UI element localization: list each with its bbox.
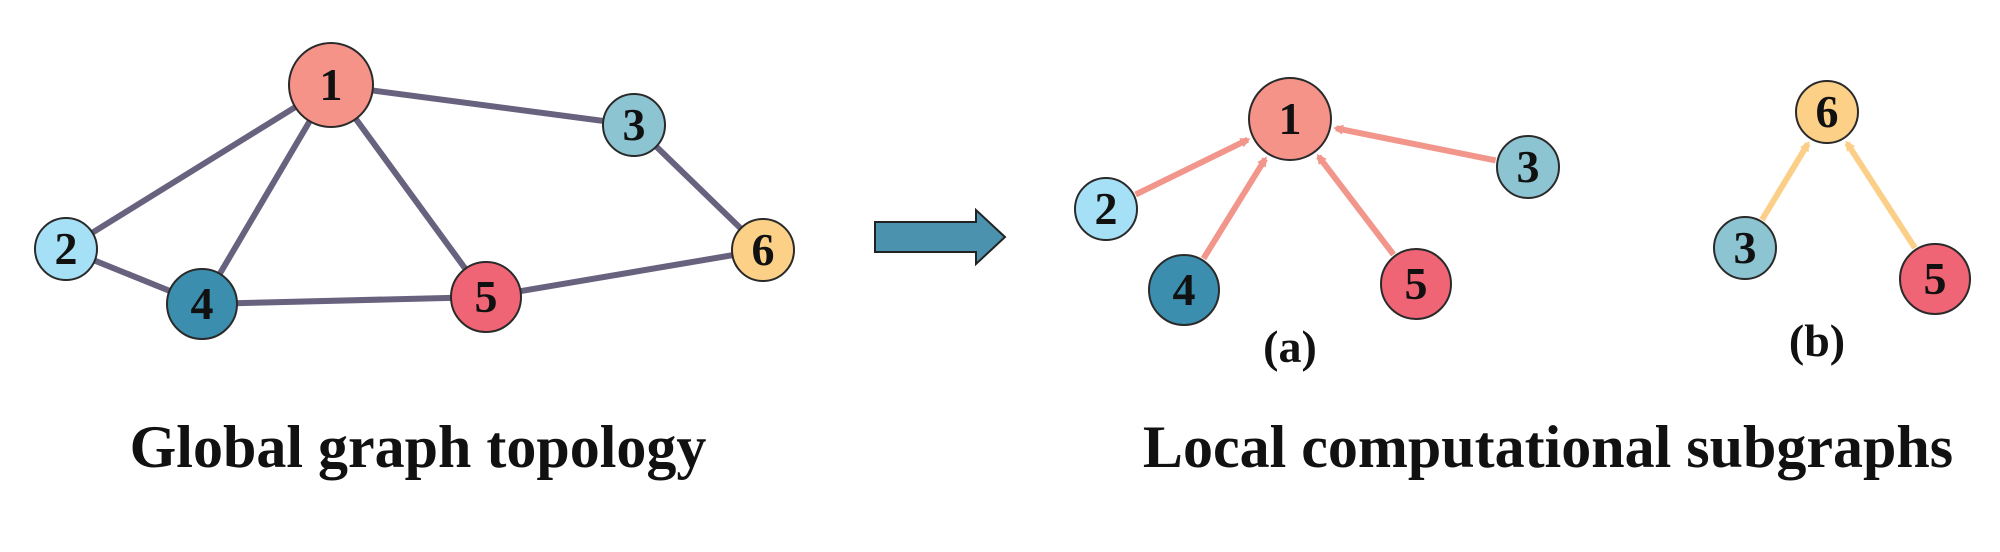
global-edge-4-5	[199, 294, 489, 307]
global-node-1	[288, 42, 374, 128]
subgraph-a-node-3	[1496, 135, 1560, 199]
global-graph-nodes: 1 2 3 4 5 6	[34, 42, 795, 340]
subgraph-b-node-3-label: 3	[1734, 222, 1757, 273]
global-node-6-label: 6	[752, 224, 775, 275]
global-node-3-label: 3	[623, 99, 646, 150]
global-node-4	[166, 268, 238, 340]
subgraph-b-nodes: 6 3 5	[1713, 80, 1971, 315]
subgraph-a-node-1	[1248, 77, 1332, 161]
subgraph-a-arrow-3-to-1	[1333, 124, 1497, 164]
global-node-2-label: 2	[55, 223, 78, 274]
global-node-6	[731, 218, 795, 282]
subgraph-a-nodes: 1 2 4 5 3	[1074, 77, 1560, 326]
subgraph-a-label: (a)	[1263, 321, 1317, 372]
local-subgraphs-caption: Local computational subgraphs	[1143, 414, 1953, 480]
subgraph-b-edges	[1759, 140, 1918, 250]
global-node-2	[34, 217, 98, 281]
subgraph-b-node-5-label: 5	[1924, 253, 1947, 304]
subgraph-a-node-2-label: 2	[1095, 183, 1118, 234]
global-graph-caption: Global graph topology	[130, 414, 707, 480]
subgraph-b-node-3	[1713, 216, 1777, 280]
right-arrow-icon	[874, 207, 1007, 267]
global-node-5	[450, 261, 522, 333]
subgraph-a-node-4	[1148, 254, 1220, 326]
subgraph-a-node-5	[1380, 248, 1452, 320]
subgraph-a-arrow-5-to-1	[1316, 153, 1396, 257]
subgraph-a-node-2	[1074, 177, 1138, 241]
subgraph-b-arrow-5-to-6	[1844, 140, 1918, 250]
subgraph-a-node-5-label: 5	[1405, 258, 1428, 309]
global-edge-1-3	[328, 82, 637, 128]
subgraph-a-node-4-label: 4	[1173, 264, 1196, 315]
global-node-5-label: 5	[475, 271, 498, 322]
subgraph-a-arrow-2-to-1	[1134, 136, 1251, 198]
subgraph-a-node-1-label: 1	[1279, 93, 1302, 144]
global-edge-1-2	[63, 82, 334, 252]
subgraph-b-node-6-label: 6	[1816, 86, 1839, 137]
subgraph-a-arrow-4-to-1	[1200, 156, 1268, 261]
subgraph-b-node-5	[1899, 243, 1971, 315]
subgraph-a-edges	[1134, 124, 1497, 261]
subgraph-b-arrow-3-to-6	[1759, 141, 1811, 222]
subgraph-a-node-3-label: 3	[1517, 141, 1540, 192]
subgraph-b-label: (b)	[1789, 315, 1845, 366]
global-node-4-label: 4	[191, 278, 214, 329]
global-edge-1-5	[328, 82, 489, 300]
global-node-3	[602, 93, 666, 157]
global-node-1-label: 1	[320, 59, 343, 110]
global-edge-5-6	[483, 247, 766, 300]
subgraph-b-node-6	[1795, 80, 1859, 144]
